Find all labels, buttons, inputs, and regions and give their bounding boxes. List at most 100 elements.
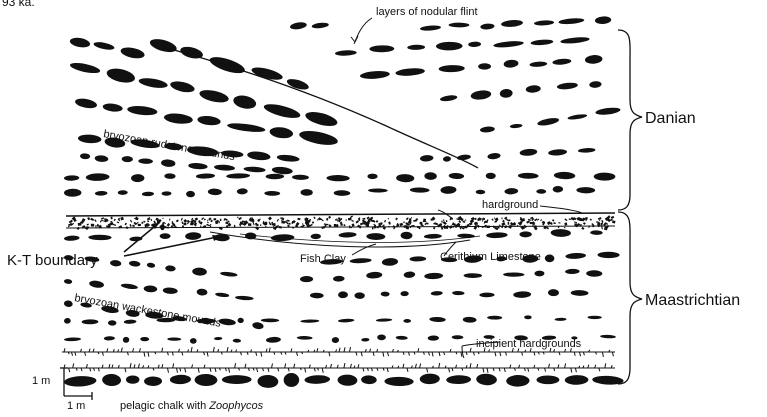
incipient-tick	[185, 368, 186, 372]
flint-nodule	[407, 45, 425, 51]
flint-nodule	[529, 61, 547, 67]
hardground-grain	[162, 222, 164, 225]
flint-nodule	[503, 59, 518, 68]
hardground-grain	[403, 221, 405, 223]
hardground-grain	[309, 224, 313, 227]
hardground-grain	[537, 219, 539, 221]
hardground-grain	[211, 220, 213, 222]
flint-nodule	[131, 174, 144, 182]
incipient-tick	[361, 352, 362, 356]
flint-nodule	[519, 231, 531, 237]
flint-nodule	[470, 89, 492, 100]
incipient-tick	[272, 364, 273, 369]
flint-nodule	[64, 279, 73, 285]
flint-nodule	[261, 318, 279, 322]
flint-nodule	[140, 337, 149, 341]
flint-nodule	[555, 318, 567, 321]
incipient-tick	[420, 364, 421, 369]
flint-nodule	[560, 36, 590, 44]
flint-nodule	[519, 148, 537, 156]
hardground-grain	[502, 220, 505, 223]
flint-nodule	[537, 117, 560, 127]
label-kt-boundary: K-T boundary	[7, 252, 98, 269]
incipient-tick	[415, 364, 416, 368]
flint-nodule	[123, 337, 130, 343]
hardground-grain	[117, 221, 120, 223]
flint-nodule	[338, 291, 348, 298]
incipient-tick	[198, 368, 199, 373]
flint-nodule	[311, 234, 321, 240]
flint-nodule	[163, 112, 193, 125]
hardground-grain	[129, 224, 131, 227]
flint-nodule	[235, 295, 254, 300]
flint-nodule	[64, 175, 79, 181]
hardground-grain	[184, 223, 187, 225]
flint-nodule	[439, 65, 465, 73]
flint-nodule	[237, 188, 248, 194]
flint-nodule	[311, 22, 329, 29]
hardground-grain	[162, 218, 163, 219]
caption-italic: Zoophycos	[208, 400, 263, 412]
flint-nodule	[120, 46, 146, 61]
hardground-grain	[475, 218, 477, 220]
scale-horizontal-label: 1 m	[67, 400, 85, 412]
flint-nodule	[479, 293, 494, 298]
flint-nodule	[93, 41, 115, 51]
flint-nodule	[476, 190, 486, 195]
flint-nodule	[167, 337, 181, 341]
flint-nodule	[565, 252, 586, 259]
hardground-grain	[449, 225, 453, 229]
hardground-grain	[111, 217, 113, 220]
flint-nodule	[530, 39, 553, 46]
hardground-grain	[485, 225, 487, 228]
hardground-grain	[600, 223, 602, 226]
flint-nodule	[120, 283, 138, 290]
hardground-grain	[540, 219, 542, 221]
top-caption: 93 ka.	[2, 0, 35, 9]
label-maastrichtian: Maastrichtian	[645, 292, 740, 309]
flint-nodule	[188, 162, 208, 169]
flint-nodule	[64, 235, 80, 241]
incipient-tick	[90, 368, 91, 371]
label-incipient: incipient hardgrounds	[476, 338, 582, 350]
flint-nodule	[252, 321, 264, 329]
hardground-grain	[346, 219, 347, 220]
hardground-grain	[417, 226, 420, 229]
hardground-grain	[574, 221, 577, 223]
flint-nodule	[478, 63, 491, 70]
flint-nodule	[487, 152, 501, 159]
caption-prefix: pelagic chalk with	[120, 400, 209, 412]
incipient-tick	[344, 363, 345, 368]
hardground-grain	[474, 222, 478, 226]
incipient-tick	[130, 363, 131, 368]
flint-nodule	[382, 258, 399, 267]
incipient-tick	[574, 352, 575, 356]
flint-nodule	[436, 42, 463, 51]
flint-nodule	[165, 265, 176, 272]
hardground-grain	[302, 223, 303, 225]
flint-nodule	[518, 173, 539, 179]
incipient-tick	[528, 368, 529, 372]
flint-nodule	[214, 164, 235, 171]
flint-nodule	[198, 88, 229, 105]
incipient-tick	[339, 348, 340, 352]
flint-nodule	[431, 291, 443, 296]
flint-nodule	[420, 155, 434, 162]
hardground-grain	[384, 220, 386, 223]
incipient-hardground-bands	[62, 347, 615, 373]
incipient-tick	[138, 364, 139, 368]
incipient-tick	[235, 363, 236, 368]
incipient-tick	[439, 363, 440, 368]
hardground-grain	[411, 217, 413, 219]
incipient-tick	[204, 365, 205, 368]
flint-nodule	[361, 375, 377, 384]
scale-vertical-label: 1 m	[32, 375, 50, 387]
flint-nodule	[243, 166, 265, 173]
hardground-grain	[195, 217, 199, 220]
flint-nodule	[366, 271, 383, 279]
hardground-grain	[443, 219, 445, 221]
flint-nodule	[554, 172, 576, 180]
hardground-grain	[487, 225, 490, 228]
hardground-grain	[461, 226, 462, 228]
